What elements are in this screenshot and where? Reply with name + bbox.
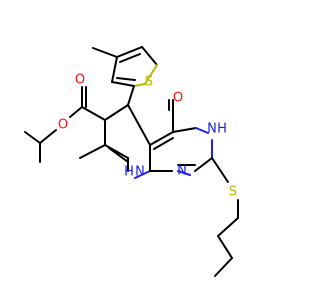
bond [211, 157, 229, 183]
bond [69, 106, 83, 118]
thiophene-ring [92, 46, 158, 87]
bond [81, 106, 106, 121]
bond [104, 144, 129, 159]
thioether-sulfur-label: S [229, 185, 237, 200]
bond [134, 170, 151, 179]
bridge-nitrogen-hydrogen-label: H [124, 165, 134, 180]
bridge-nitrogen-label: N [135, 165, 145, 180]
ring-nitrogen-bottom-label: N [177, 164, 187, 179]
pyrimidine-ring [149, 109, 213, 176]
bond [153, 137, 174, 150]
bond [116, 46, 143, 58]
bond [108, 147, 129, 163]
bond [133, 83, 146, 87]
bond [79, 144, 106, 159]
bond [116, 77, 136, 81]
ring-nitrogen-top-hydrogen-label: H [217, 122, 227, 137]
molecule-canvas: S O O O N H N N H S [24, 46, 239, 277]
bond [39, 129, 57, 144]
bond [195, 127, 209, 134]
ring-nitrogen-top-label: N [207, 122, 217, 137]
bond [149, 131, 174, 146]
bond [119, 53, 141, 63]
bond [24, 131, 41, 144]
bond [127, 104, 151, 146]
molecule-structure: S O O O N H N N H S [24, 46, 239, 277]
bond [194, 157, 213, 172]
bond [217, 235, 233, 259]
pyridine-ring [104, 104, 151, 179]
bond [111, 56, 118, 83]
bond [92, 47, 118, 58]
bond [177, 170, 191, 176]
bond [144, 64, 158, 85]
ester-carbonyl-oxygen-label: O [75, 73, 85, 88]
butylthio-chain [211, 157, 239, 277]
bond [214, 257, 233, 277]
bond [217, 217, 239, 237]
carbonyl-oxygen-label: O [173, 91, 183, 106]
bond [111, 81, 135, 87]
bond [127, 85, 135, 106]
ester-group [24, 86, 106, 163]
bond [104, 104, 129, 121]
bond [172, 127, 197, 133]
ester-oxygen-label: O [58, 118, 68, 133]
bond [141, 46, 158, 66]
thiophene-sulfur-label: S [145, 75, 153, 90]
